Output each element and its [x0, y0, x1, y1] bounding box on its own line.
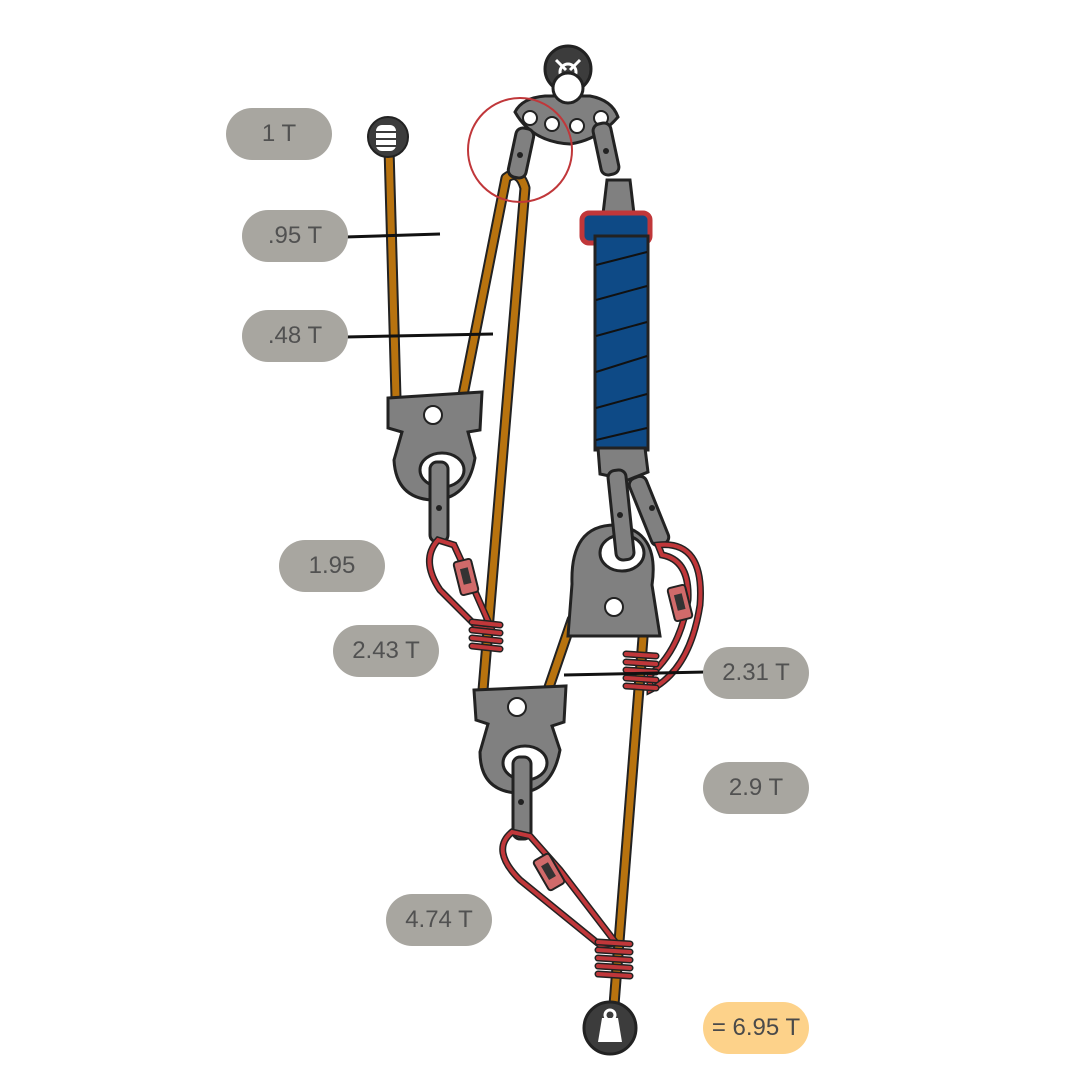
label-rope-pull-segment: .95 T: [242, 210, 348, 262]
label-total-output: = 6.95 T: [703, 1002, 809, 1054]
hand-grip-icon: [367, 116, 409, 158]
prusik-upper: [426, 535, 504, 653]
upper-left-pulley: [386, 390, 484, 544]
sling: [579, 178, 653, 482]
label-pull-force: 1 T: [226, 108, 332, 160]
label-sling-leg-load: 2.9 T: [703, 762, 809, 814]
label-upper-pulley-load: 1.95: [279, 540, 385, 592]
lower-left-pulley: [472, 684, 568, 841]
prusik-lower: [499, 828, 634, 980]
anchor-carabiner-right: [591, 121, 621, 177]
label-rope-third-segment: 2.43 T: [333, 625, 439, 677]
prusik-right: [622, 541, 704, 696]
label-lower-right-pulley-load: 2.31 T: [703, 647, 809, 699]
weight-icon: [582, 1000, 638, 1056]
leader-lines: [344, 232, 707, 677]
lower-right-pulley: [566, 468, 662, 638]
highlight-circle: [467, 97, 573, 203]
label-lower-pulley-load: 4.74 T: [386, 894, 492, 946]
label-rope-return-segment: .48 T: [242, 310, 348, 362]
anchor-carabiner-left: [506, 126, 536, 180]
